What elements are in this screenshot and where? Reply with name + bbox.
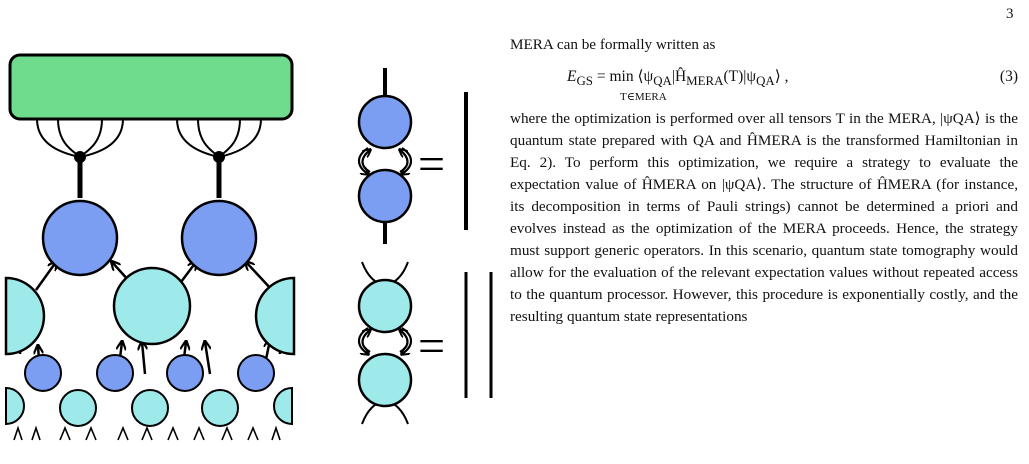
equation-number: (3) [999, 68, 1018, 85]
page-number: 3 [1006, 6, 1014, 22]
tensor-bottom-3 [201, 389, 239, 427]
tensor-mid-center [112, 266, 192, 346]
text-column: MERA can be formally written as EGS = mi… [510, 34, 1018, 328]
tensor-top-right [180, 199, 258, 277]
tensor-mid-right-half [254, 276, 296, 356]
equation-body: EGS = min ⟨ψQA|ĤMERA(T)|ψQA⟩ , [567, 68, 789, 89]
tensor-bottom-1 [59, 389, 97, 427]
equation-3: EGS = min ⟨ψQA|ĤMERA(T)|ψQA⟩ , T∈MERA (3… [510, 56, 1018, 108]
bottom-arrow-fans [13, 425, 281, 441]
tensor-bottom-left-half [5, 386, 25, 426]
identity-disentangler [357, 68, 468, 244]
tensor-low-4 [237, 354, 275, 392]
tensor-mid-left-half [4, 276, 46, 356]
equals-sign-bottom: = [418, 320, 445, 373]
tensor-bottom-2 [131, 389, 169, 427]
tensor-low-1 [24, 354, 62, 392]
tensor-top-left [41, 199, 119, 277]
annealer-state-block [8, 53, 294, 121]
identity-isometry [357, 261, 493, 425]
tensor-bottom-right-half [273, 386, 293, 426]
equation-min-subscript: T∈MERA [620, 91, 667, 103]
body-paragraph: where the optimization is performed over… [510, 110, 1018, 325]
intro-line: MERA can be formally written as [510, 36, 716, 53]
tensor-low-2 [96, 354, 134, 392]
block-legs [36, 118, 262, 158]
equals-sign-top: = [418, 138, 445, 191]
tensor-low-3 [166, 354, 204, 392]
